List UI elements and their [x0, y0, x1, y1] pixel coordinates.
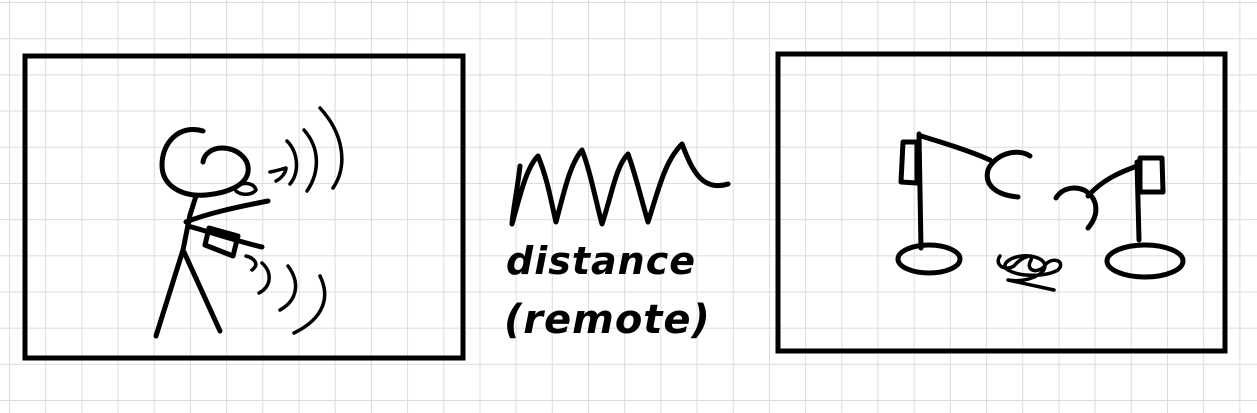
person-speaking-icon	[153, 127, 271, 339]
microphones-on-stands-icon	[895, 131, 1186, 292]
right-stand-base	[1104, 242, 1186, 280]
sound-waves-lower-icon	[244, 254, 327, 335]
zigzag-line	[509, 141, 731, 227]
sound-waves-upper-icon	[268, 106, 344, 193]
left-stand-boom	[918, 133, 993, 163]
right-mic-head	[1053, 185, 1099, 231]
wave-lower-3	[278, 264, 298, 312]
right-stand-pole	[1134, 159, 1142, 243]
torso-line	[180, 193, 199, 253]
right-leg	[181, 249, 223, 334]
head-outline	[159, 127, 251, 198]
wave-upper-2	[285, 139, 299, 186]
wave-lower-4	[292, 274, 327, 335]
right-panel-frame	[775, 51, 1228, 354]
left-stand-flag	[898, 139, 920, 186]
left-leg	[153, 247, 186, 339]
wave-signal-icon	[509, 141, 731, 227]
wave-upper-1	[268, 166, 288, 183]
mouth-shape	[234, 181, 258, 196]
right-panel	[775, 51, 1228, 354]
left-panel	[22, 53, 466, 361]
wave-upper-4	[318, 106, 344, 190]
right-stand-flag	[1137, 155, 1166, 195]
annotation-line-2: (remote)	[504, 297, 711, 343]
left-mic-head	[984, 149, 1033, 200]
wave-upper-3	[302, 128, 319, 193]
upper-arm	[183, 198, 271, 225]
right-stand-boom	[1085, 162, 1143, 199]
left-panel-frame	[22, 53, 466, 361]
wave-lower-2	[257, 261, 271, 295]
hand-shape	[202, 225, 241, 259]
annotation-line-1: distance	[506, 239, 696, 283]
distance-annotation: distance (remote)	[504, 239, 711, 343]
lower-arm	[185, 223, 265, 250]
cable-scribble	[996, 254, 1063, 292]
wave-lower-1	[244, 254, 258, 272]
left-stand-base	[895, 242, 963, 276]
